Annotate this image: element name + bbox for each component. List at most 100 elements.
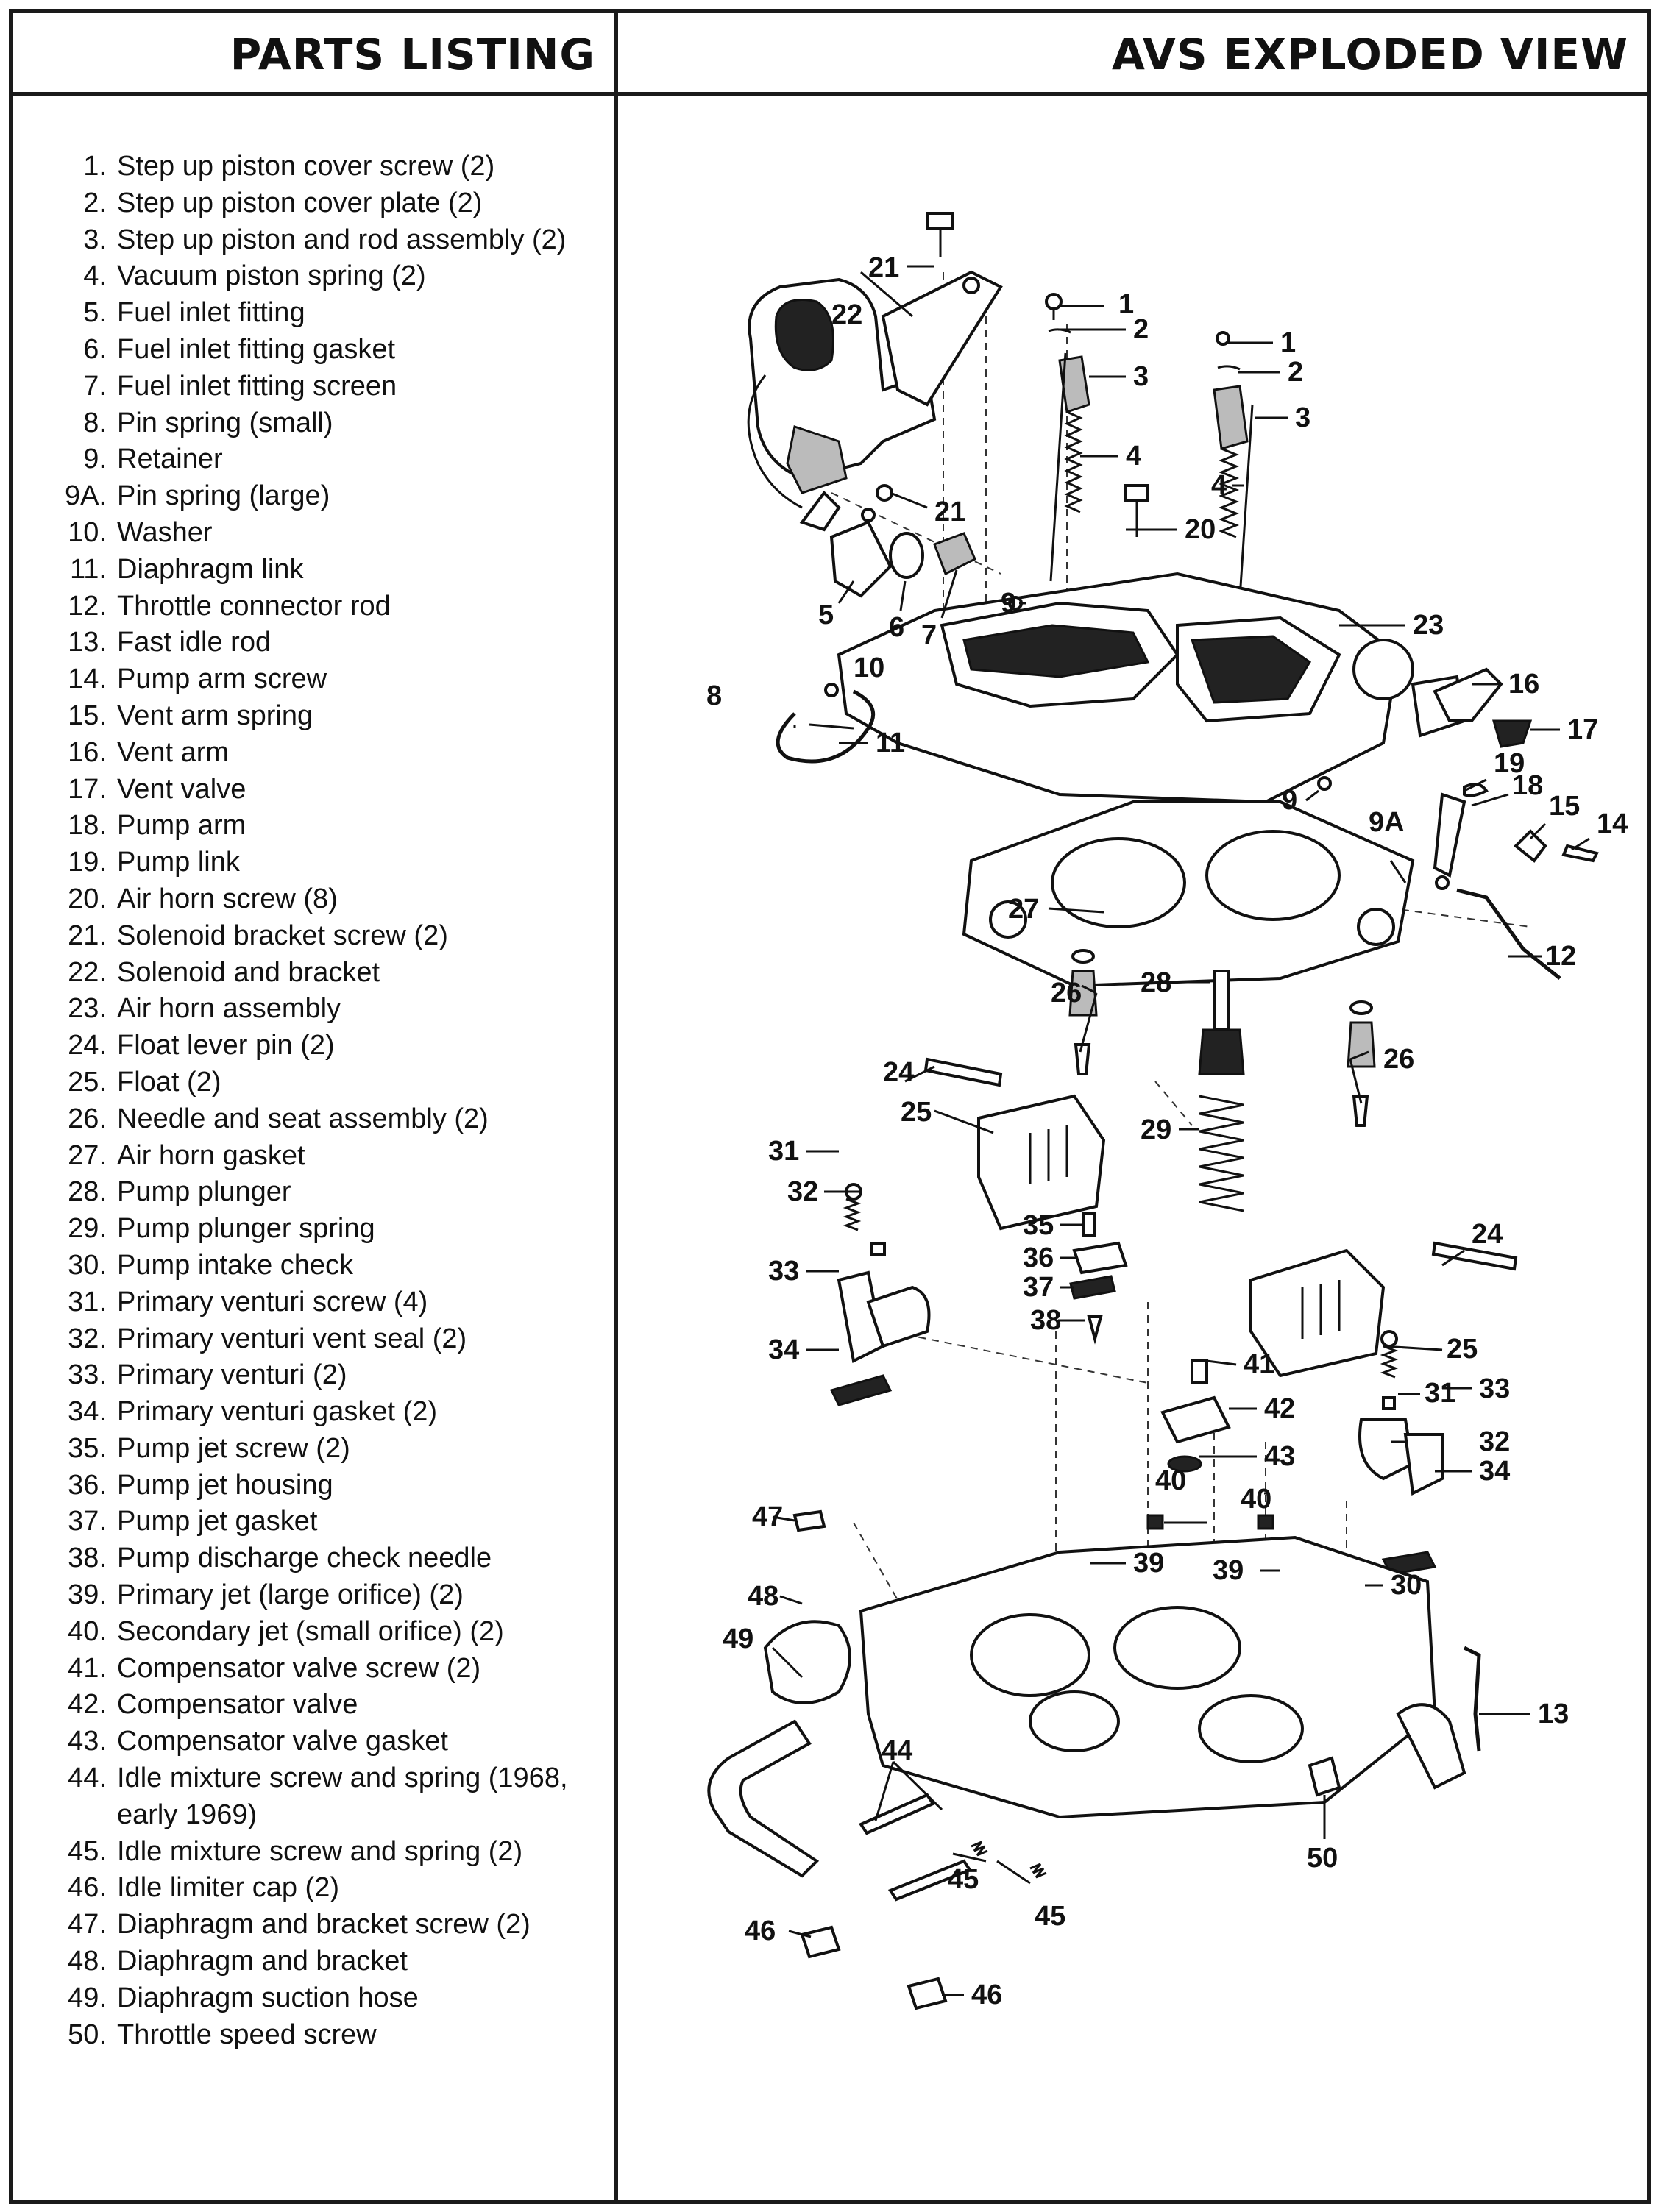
part-name: Compensator valve gasket — [117, 1726, 448, 1757]
part-name: Throttle speed screw — [117, 2019, 377, 2050]
callout-40-right: 40 — [1241, 1484, 1271, 1515]
callout-32-left: 32 — [787, 1176, 818, 1207]
parts-list: 1.Step up piston cover screw (2)2. Step u… — [13, 149, 601, 2053]
callout-30: 30 — [1391, 1570, 1422, 1601]
part-name: Fuel inlet fitting gasket — [117, 333, 396, 365]
callout-35: 35 — [1023, 1210, 1054, 1241]
part-number: 37. — [68, 1506, 107, 1537]
part-number: 36. — [68, 1469, 107, 1501]
parts-list-item: 3.Step up piston and rod assembly (2) — [13, 222, 601, 259]
part-name: Pump arm — [117, 810, 246, 842]
callout-33-right: 33 — [1479, 1373, 1510, 1404]
parts-list-item: 7.Fuel inlet fitting screen — [13, 369, 601, 405]
part-name: Float (2) — [117, 1066, 221, 1098]
part-number: 33. — [68, 1359, 107, 1391]
parts-list-item: 21.Solenoid bracket screw (2) — [13, 918, 601, 955]
callout-9-bottom: 9 — [1282, 785, 1297, 816]
parts-list-item: 1.Step up piston cover screw (2) — [13, 149, 601, 185]
part-name: Pump jet gasket — [117, 1506, 318, 1537]
part-name: Primary venturi vent seal (2) — [117, 1323, 467, 1354]
part-number: 23. — [68, 993, 107, 1025]
floats-and-pins — [923, 1057, 1518, 1378]
parts-list-item: 4. Vacuum piston spring (2) — [13, 258, 601, 295]
part-number: 50. — [68, 2019, 107, 2050]
part-number: 39. — [68, 1579, 107, 1611]
callout-4-left: 4 — [1126, 441, 1141, 472]
parts-list-item: 15.Vent arm spring — [13, 698, 601, 735]
part-name: Fast idle rod — [117, 627, 272, 658]
part-name: Primary venturi (2) — [117, 1359, 347, 1391]
part-name: Pin spring (small) — [117, 407, 333, 438]
air-horn-gasket — [962, 800, 1415, 988]
part-name: Throttle connector rod — [117, 590, 391, 622]
part-number: 12. — [68, 590, 107, 622]
parts-list-item: 32. Primary venturi vent seal (2) — [13, 1321, 601, 1358]
part-number: 5. — [83, 297, 107, 329]
part-name: Idle limiter cap (2) — [117, 1872, 339, 1904]
exploded-view-diagram: 21 22 1 2 3 4 1 2 3 4 20 21 5 6 7 9 10 8… — [706, 212, 1628, 2010]
part-name: Vacuum piston spring (2) — [117, 260, 426, 292]
part-number: 45. — [68, 1835, 107, 1867]
callout-14: 14 — [1597, 808, 1628, 839]
callout-4-right: 4 — [1211, 470, 1227, 501]
part-name: Retainer — [117, 444, 223, 475]
page-frame: PARTS LISTING AVS EXPLODED VIEW 1.Step u… — [9, 9, 1651, 2204]
part-number: 43. — [68, 1726, 107, 1757]
callout-46-left: 46 — [745, 1916, 776, 1946]
callout-39-left: 39 — [1133, 1548, 1164, 1579]
part-number: 42. — [68, 1689, 107, 1721]
callout-13: 13 — [1538, 1699, 1569, 1729]
part-name: Primary venturi screw (4) — [117, 1286, 428, 1317]
part-name: Air horn assembly — [117, 993, 341, 1025]
callout-50: 50 — [1307, 1843, 1338, 1874]
callout-3-left: 3 — [1133, 361, 1149, 392]
part-number: 1. — [83, 151, 107, 182]
part-number: 2. — [83, 187, 107, 218]
parts-list-item: 45. Idle mixture screw and spring (2) — [13, 1834, 601, 1871]
header-divider — [13, 92, 1647, 96]
parts-list-item: 16.Vent arm — [13, 735, 601, 772]
part-name: Secondary jet (small orifice) (2) — [117, 1615, 504, 1647]
callout-39-right: 39 — [1213, 1555, 1244, 1586]
part-number: 49. — [68, 1982, 107, 2013]
part-name: Vent valve — [117, 773, 246, 805]
part-name: Diaphragm and bracket — [117, 1946, 408, 1977]
venturis-and-pump-jet — [829, 1183, 1444, 1576]
callout-31-right: 31 — [1425, 1378, 1455, 1409]
callout-25-left: 25 — [901, 1097, 932, 1128]
part-name: Pump discharge check needle — [117, 1543, 492, 1574]
parts-list-item: 48. Diaphragm and bracket — [13, 1943, 601, 1980]
callout-44: 44 — [882, 1735, 912, 1766]
part-number: 8. — [83, 407, 107, 438]
exploded-view-title: AVS EXPLODED VIEW — [1111, 29, 1628, 79]
callout-10: 10 — [854, 652, 884, 683]
callout-6: 6 — [889, 612, 904, 643]
part-name: Idle mixture screw and spring (2) — [117, 1835, 523, 1867]
part-name: Air horn gasket — [117, 1139, 305, 1171]
part-number: 35. — [68, 1432, 107, 1464]
solenoid-and-bracket — [747, 270, 1003, 532]
part-number: 48. — [68, 1946, 107, 1977]
needle-seat-and-pump-plunger — [1068, 949, 1376, 1212]
part-number: 32. — [68, 1323, 107, 1354]
callout-21-bottom: 21 — [934, 497, 965, 527]
fuel-inlet-parts — [829, 520, 976, 598]
parts-list-item: 12. Throttle connector rod — [13, 588, 601, 625]
part-number: 34. — [68, 1396, 107, 1428]
callout-41: 41 — [1244, 1349, 1274, 1380]
part-number: 4. — [83, 260, 107, 292]
parts-list-item: 2. Step up piston cover plate (2) — [13, 185, 601, 222]
callout-49: 49 — [723, 1624, 753, 1654]
part-name: Diaphragm link — [117, 553, 304, 585]
part-name: Step up piston cover plate (2) — [117, 187, 483, 218]
part-number: 30. — [68, 1249, 107, 1281]
callout-42: 42 — [1264, 1393, 1295, 1424]
parts-list-item: 44.Idle mixture screw and spring (1968, … — [13, 1760, 601, 1834]
part-number: 6. — [83, 333, 107, 365]
callout-numbers: 21 22 1 2 3 4 1 2 3 4 20 21 5 6 7 9 10 8… — [706, 252, 1628, 2010]
callout-43: 43 — [1264, 1441, 1295, 1472]
callout-9A: 9A — [1369, 807, 1405, 838]
callout-21-top: 21 — [868, 252, 899, 283]
callout-47: 47 — [752, 1501, 783, 1532]
part-name: Pump intake check — [117, 1249, 354, 1281]
